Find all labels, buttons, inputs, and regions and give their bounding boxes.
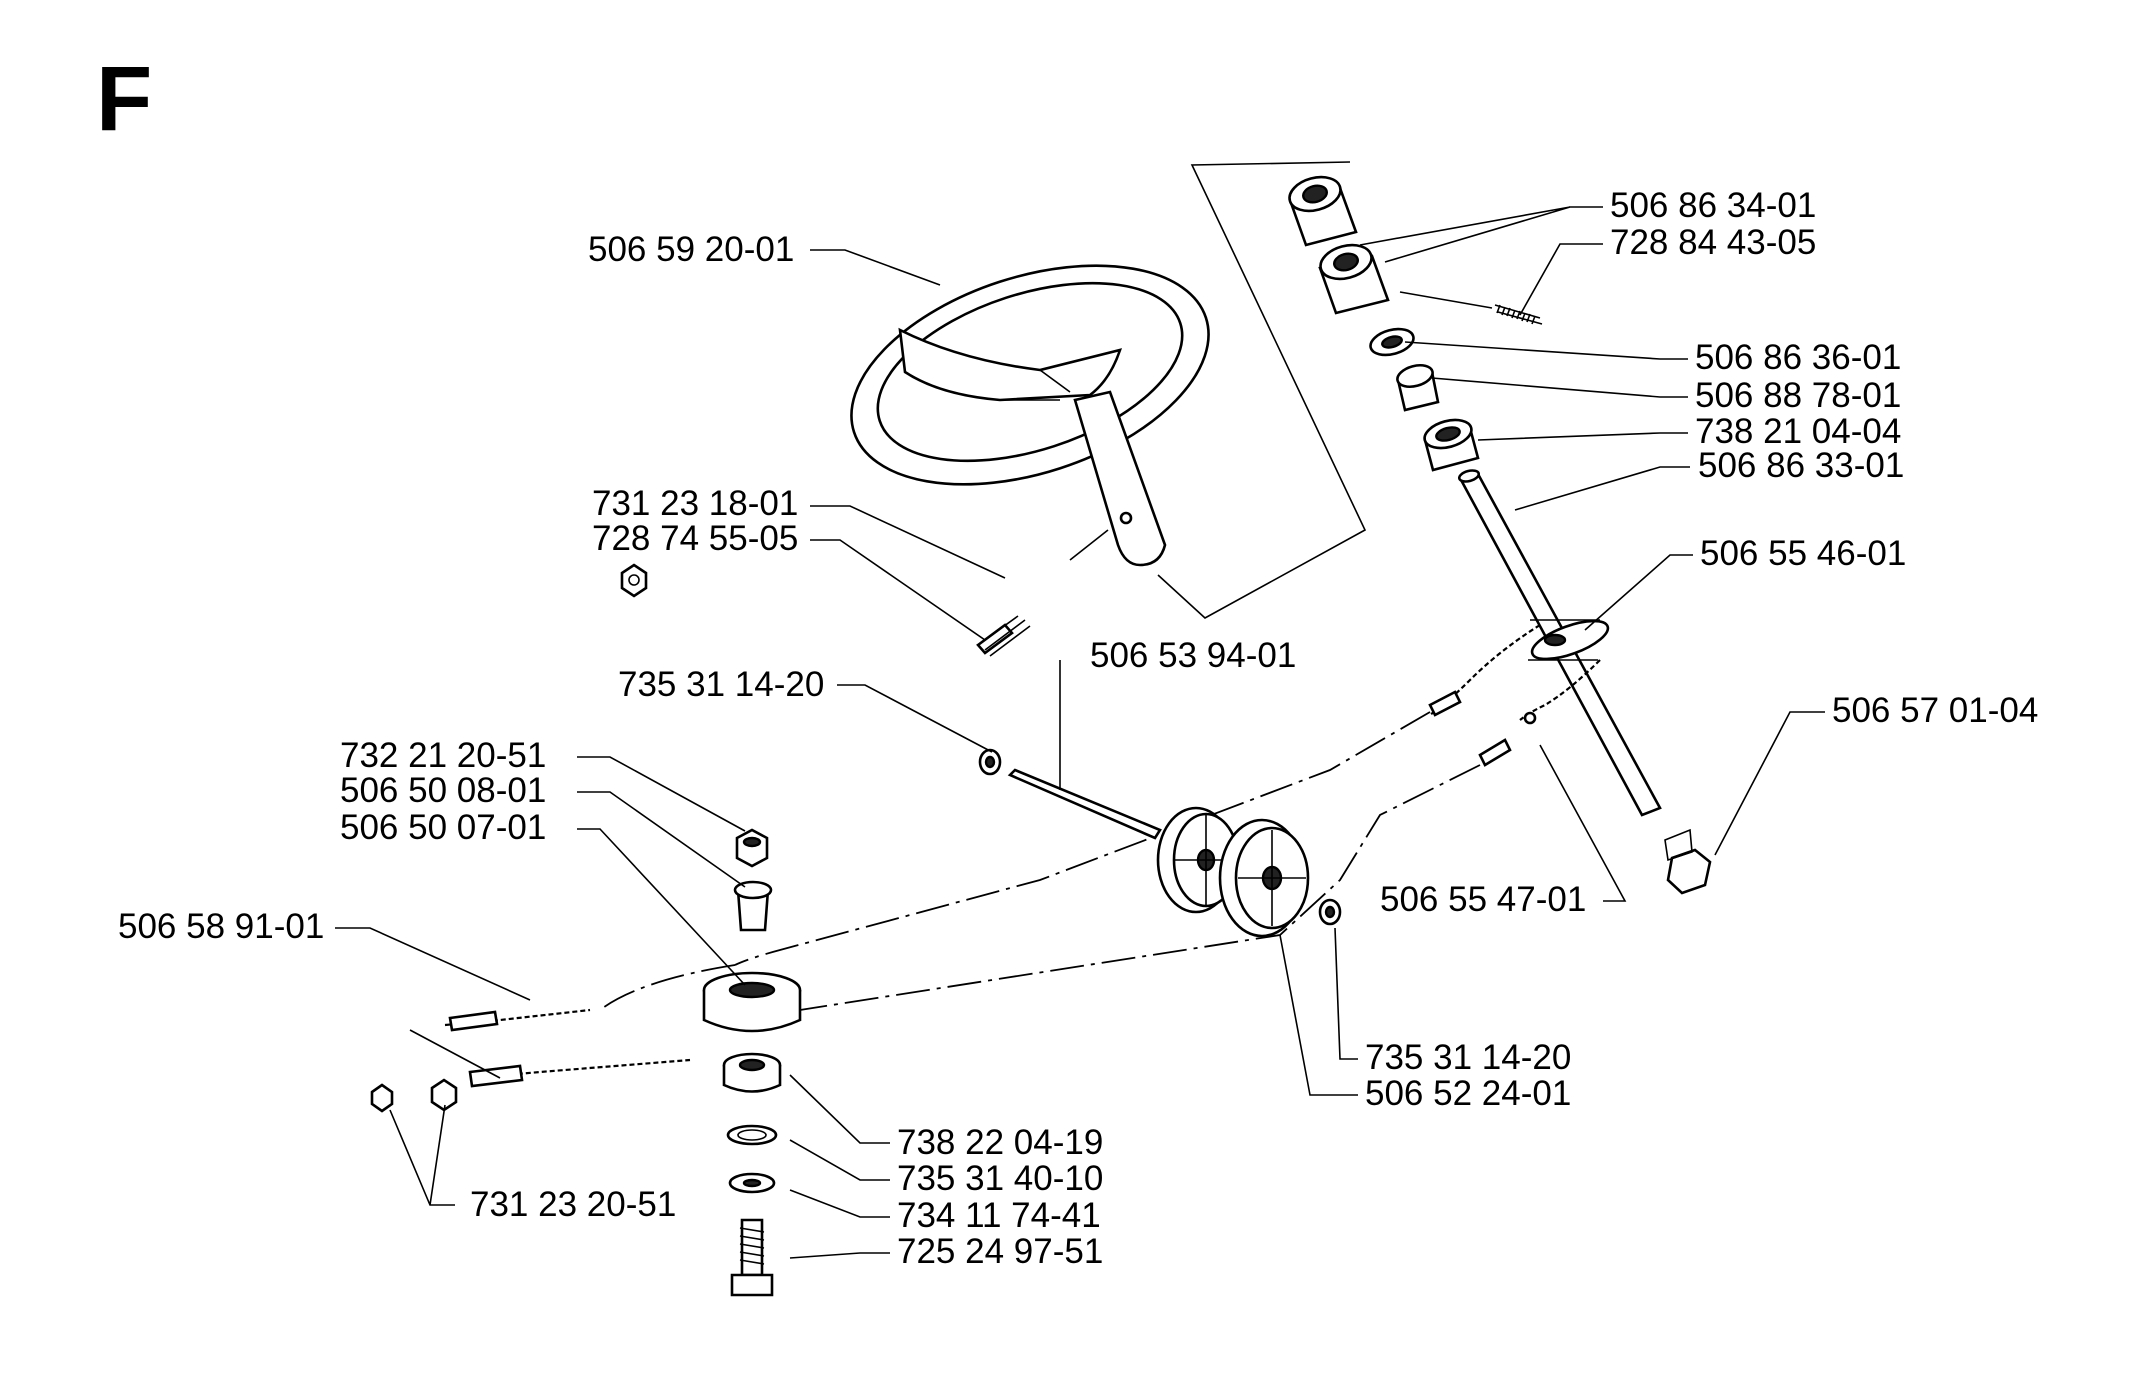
callout-label: 506 55 47-01 xyxy=(1380,880,1586,919)
callout-label: 728 74 55-05 xyxy=(592,519,798,558)
steering-wheel xyxy=(850,264,1210,567)
upper-collar-1 xyxy=(1288,175,1358,247)
callout-label: 506 50 08-01 xyxy=(340,771,546,810)
stack-washer xyxy=(728,1172,776,1194)
callout-label: 732 21 20-51 xyxy=(340,736,546,775)
callout-label: 738 22 04-19 xyxy=(897,1123,1103,1162)
stack-pulley xyxy=(702,971,802,1033)
left-cable-lower xyxy=(468,1058,691,1088)
shaft-bracket-line xyxy=(1157,161,1367,619)
callout-label: 725 24 97-51 xyxy=(897,1232,1103,1271)
set-screw-line xyxy=(1399,291,1493,309)
stack-nut xyxy=(735,828,769,868)
stack-circlip xyxy=(726,1124,778,1146)
callout-label: 506 86 33-01 xyxy=(1698,446,1904,485)
callout-label: 735 31 14-20 xyxy=(1365,1038,1571,1077)
shaft-sprocket xyxy=(1528,619,1610,661)
pulley-right xyxy=(1218,818,1310,938)
set-screw xyxy=(1494,304,1543,325)
callout-label: 506 50 07-01 xyxy=(340,808,546,847)
callout-label: 506 86 34-01 xyxy=(1610,186,1816,225)
pulley-axle xyxy=(1007,768,1162,840)
callout-label: 506 59 20-01 xyxy=(588,230,794,269)
cable-loop xyxy=(599,964,736,1011)
callout-label: 735 31 40-10 xyxy=(897,1159,1103,1198)
bushing xyxy=(1396,363,1440,412)
upper-bearing xyxy=(1423,418,1480,472)
pulley-axle-washer-left xyxy=(978,748,1002,776)
washer-upper xyxy=(1369,327,1415,357)
callout-label: 734 11 74-41 xyxy=(897,1196,1101,1235)
section-letter: F xyxy=(96,48,152,150)
callout-label: 738 21 04-04 xyxy=(1695,412,1901,451)
callout-label: 728 84 43-05 xyxy=(1610,223,1816,262)
pulley-axle-washer-right xyxy=(1318,898,1342,926)
callout-label: 731 23 20-51 xyxy=(470,1185,676,1224)
leader-lines xyxy=(335,206,1825,1259)
wheel-nut xyxy=(620,563,648,598)
callout-label: 506 57 01-04 xyxy=(1832,691,2038,730)
left-nut-2 xyxy=(430,1078,458,1112)
callout-label: 506 88 78-01 xyxy=(1695,376,1901,415)
left-cable-upper xyxy=(444,1008,591,1032)
callout-label: 506 58 91-01 xyxy=(118,907,324,946)
cable-upper-path xyxy=(734,711,1431,966)
callout-label: 731 23 18-01 xyxy=(592,484,798,523)
cable-end-fitting xyxy=(1428,690,1537,767)
stack-bolt xyxy=(730,1218,774,1297)
stack-bearing xyxy=(722,1052,782,1093)
upper-collar-2 xyxy=(1318,243,1390,315)
left-cable-bracket-line xyxy=(409,1029,501,1079)
stack-spacer xyxy=(733,880,773,932)
callout-label: 735 31 14-20 xyxy=(618,665,824,704)
callout-label: 506 86 36-01 xyxy=(1695,338,1901,377)
callout-label: 506 55 46-01 xyxy=(1700,534,1906,573)
adjuster-bolt xyxy=(1664,828,1712,895)
cable-lower-path xyxy=(739,764,1481,1021)
wheel-bolt xyxy=(976,615,1031,657)
callout-label: 506 52 24-01 xyxy=(1365,1074,1571,1113)
left-nut-1 xyxy=(370,1083,394,1113)
wheel-pin-line xyxy=(1069,529,1109,561)
callout-label: 506 53 94-01 xyxy=(1090,636,1296,675)
